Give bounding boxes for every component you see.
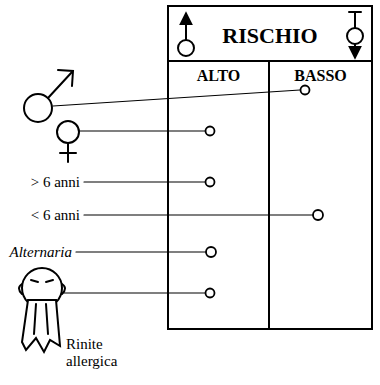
column-header: ALTO <box>169 62 268 86</box>
age-label: > 6 anni <box>0 174 80 191</box>
age-label: < 6 anni <box>0 207 80 224</box>
male-symbol <box>24 70 73 122</box>
leader-lines <box>53 90 313 293</box>
person-sneezing <box>19 268 65 352</box>
allergen-label: Alternaria <box>0 244 72 261</box>
female-symbol <box>57 121 79 162</box>
condition-label: Rinite allergica <box>66 336 140 370</box>
risk-column: BASSO <box>270 62 371 328</box>
risk-column: ALTO <box>169 62 270 328</box>
male-up-symbol <box>178 14 194 56</box>
marker-dots <box>206 86 324 298</box>
column-header: BASSO <box>270 62 371 86</box>
table-title: RISCHIO <box>169 7 371 62</box>
risk-frame: RISCHIOALTOBASSO <box>167 5 373 330</box>
female-down-symbol <box>347 12 363 57</box>
